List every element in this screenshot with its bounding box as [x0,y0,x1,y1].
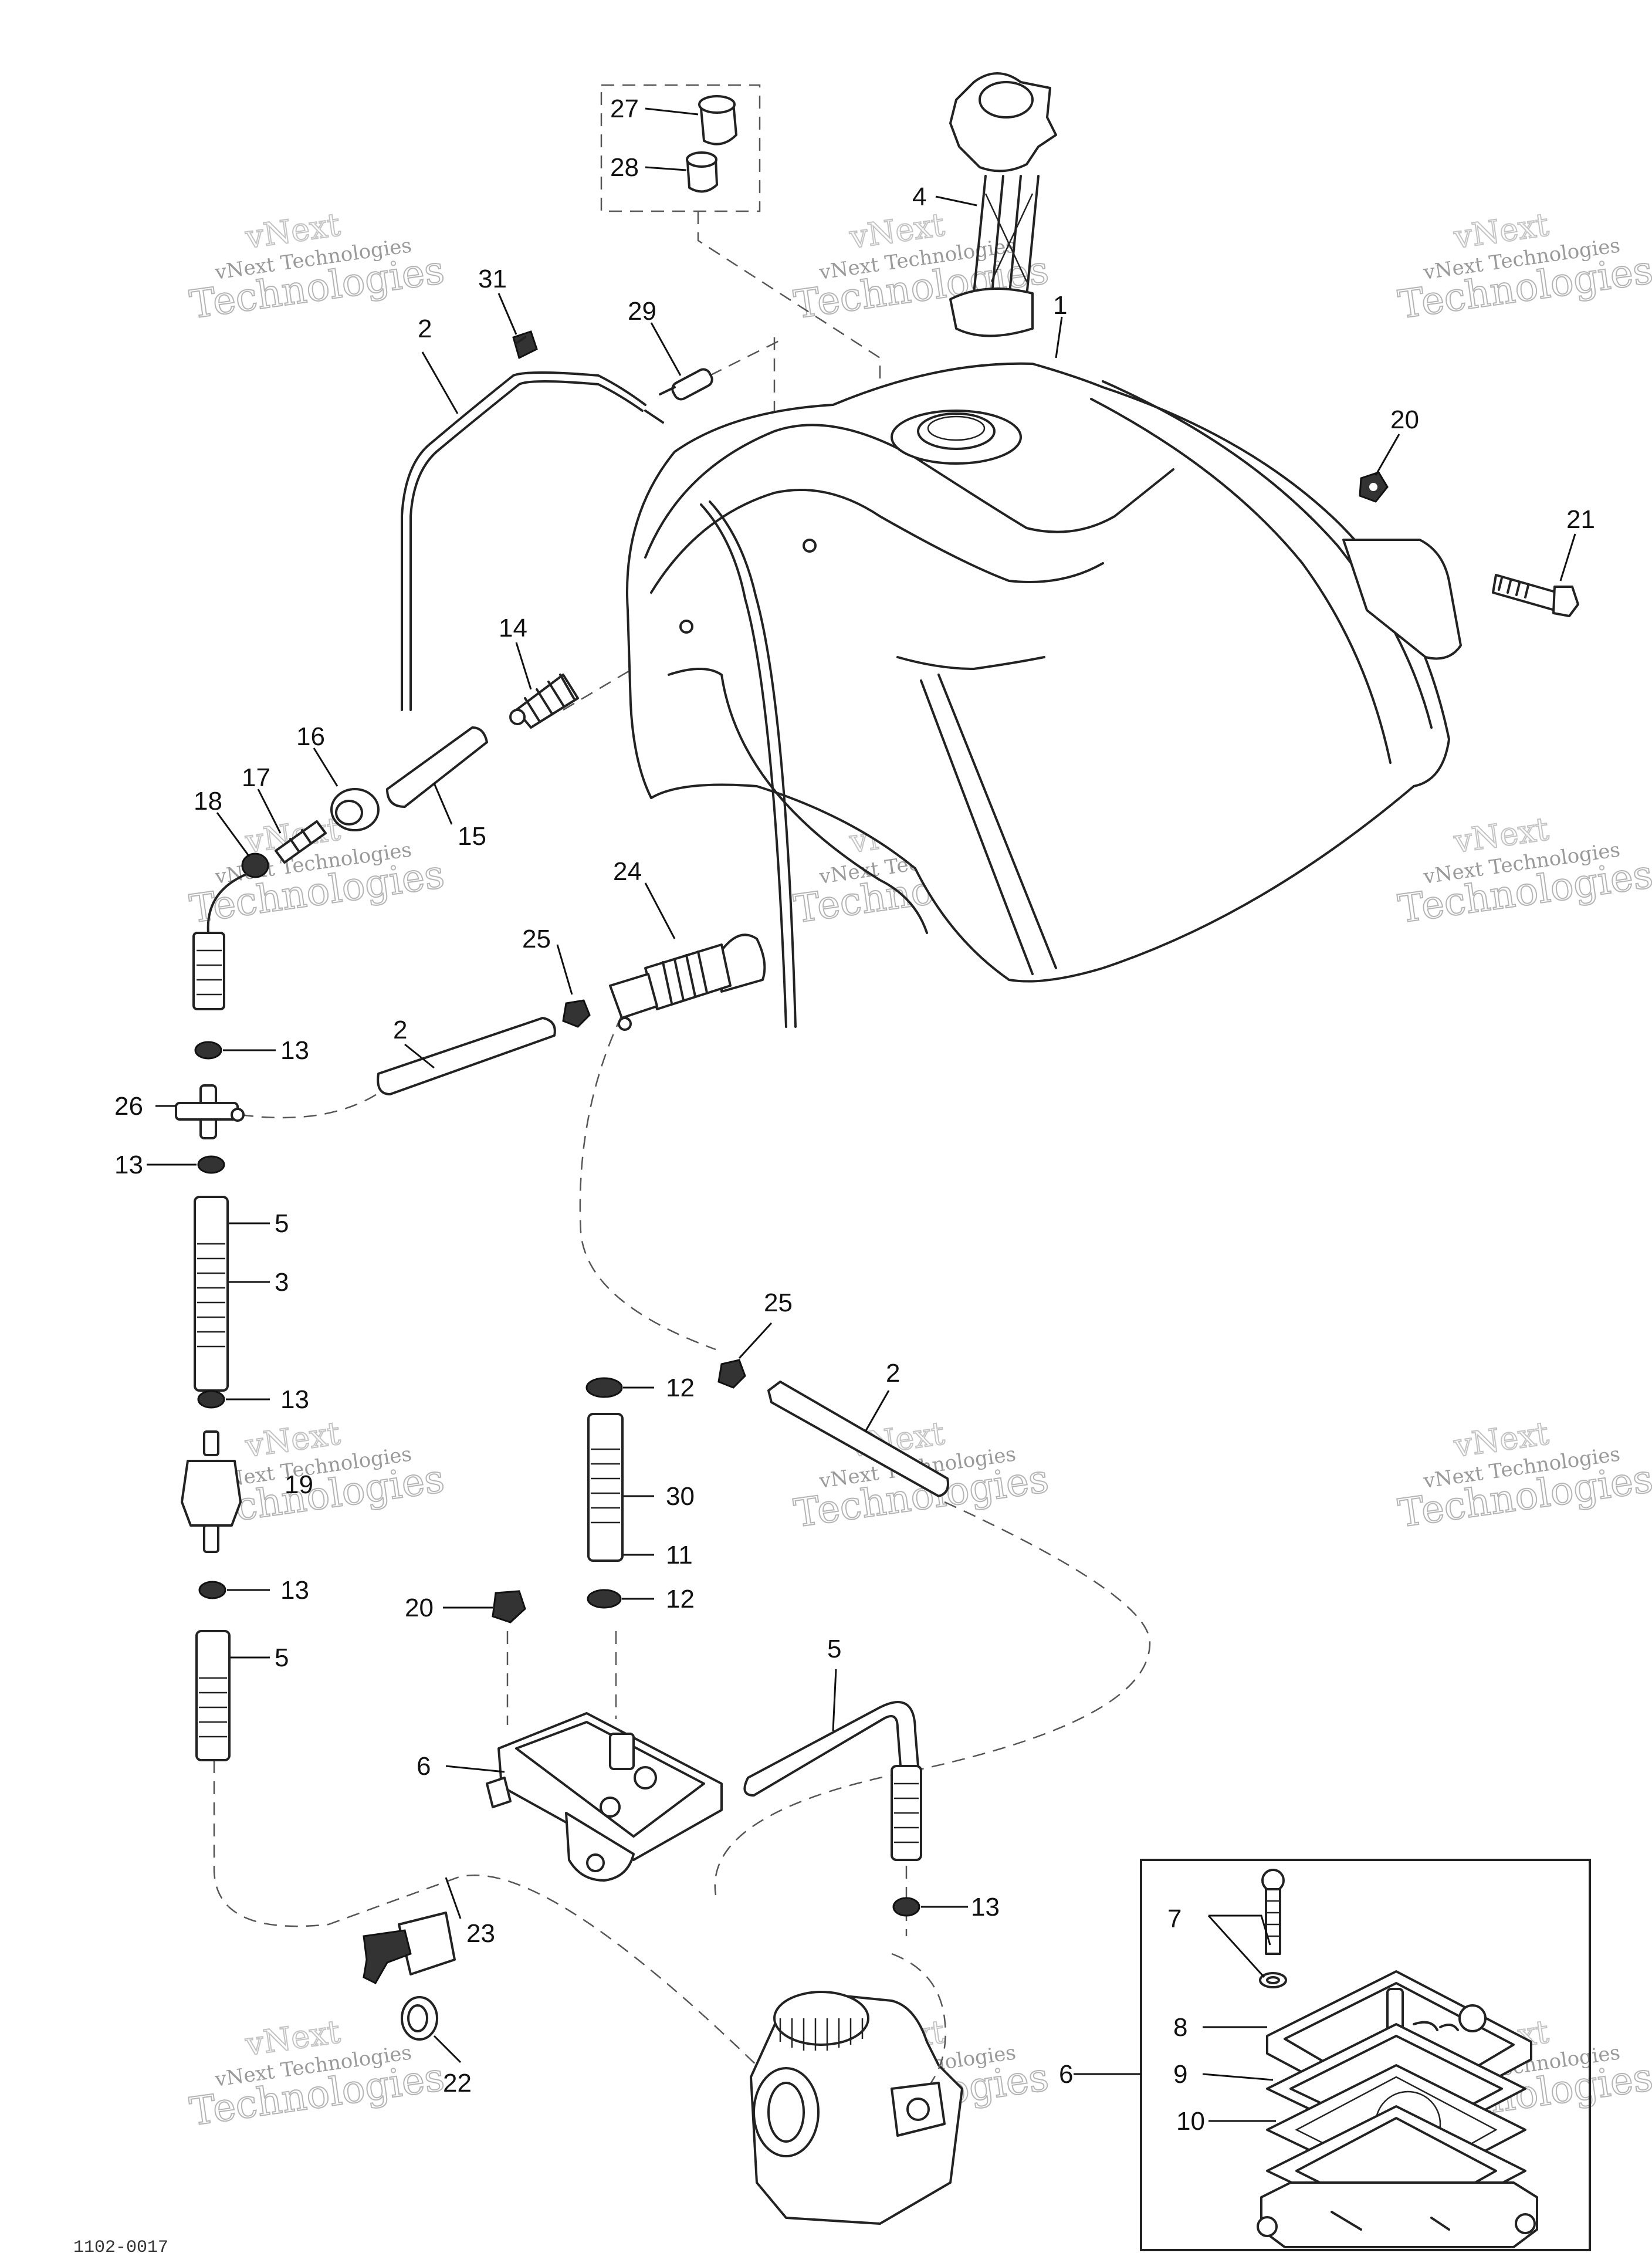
cap-27 [698,95,737,146]
callout-16: 16 [296,722,325,751]
callout-19: 19 [285,1470,313,1499]
vent-fitting-29 [659,368,713,401]
callout-4: 4 [912,182,926,211]
callout-31: 31 [478,265,507,293]
ring-22 [401,1996,438,2041]
hose-30 [587,1413,624,1562]
callout-11: 11 [666,1541,693,1569]
fuel-tank [626,362,1462,983]
callout-5-mid: 5 [275,1643,289,1672]
clip-31 [512,330,538,360]
clamp-18 [206,853,269,934]
leader-lines [147,107,1576,2122]
callout-9: 9 [1173,2060,1187,2089]
callout-25-top: 25 [522,925,551,953]
callout-20-top: 20 [1390,405,1419,434]
fuel-filter-19 [181,1430,242,1553]
callout-13-a: 13 [280,1036,309,1065]
connector-17 [275,820,327,864]
fuel-pump-detail-inset [1140,1859,1591,2251]
fuel-gauge-sender [949,72,1057,337]
callout-29: 29 [628,297,656,326]
watermark: vNext vNext Technologies Technologies [187,205,448,328]
callout-7: 7 [1167,1904,1182,1933]
watermark: vNext vNext Technologies Technologies [1395,810,1652,932]
drawing-code: 1102-0017 [73,2238,168,2253]
clamp-13-c [197,1390,225,1409]
callout-6-inset: 6 [1059,2060,1073,2089]
callout-15: 15 [458,822,486,851]
primer-23 [363,1912,456,1984]
callout-5-top: 5 [275,1209,289,1238]
clamp-13-e [892,1897,920,1917]
callout-28: 28 [610,153,639,182]
callout-3: 3 [275,1268,289,1297]
watermark: vNext vNext Technologies Technologies [1395,1414,1652,1537]
callout-27: 27 [610,94,639,123]
callout-30: 30 [666,1482,695,1511]
fuel-pump-6 [486,1712,723,1882]
callout-13-e: 13 [971,1893,1000,1922]
callout-5-right: 5 [827,1635,841,1663]
clamp-13-a [194,1041,222,1060]
nut-25-b [717,1359,746,1389]
callout-1: 1 [1053,291,1067,320]
callout-2-top: 2 [418,314,432,343]
nut-25-a [562,999,591,1028]
cap-28 [686,151,718,193]
clamp-13-d [198,1581,226,1599]
inset-box-27-28 [600,84,761,212]
callout-13-c: 13 [280,1385,309,1414]
callout-13-d: 13 [280,1576,309,1605]
callout-6-main: 6 [417,1752,431,1781]
callout-2-bottom: 2 [886,1359,900,1388]
tee-fitting-26 [175,1084,245,1139]
hose-5-lower [195,1630,231,1761]
callout-23: 23 [466,1919,495,1948]
bolt-21 [1492,574,1579,617]
callout-25-bottom: 25 [764,1288,793,1317]
nut-20-a [1359,471,1389,503]
screw-7 [1259,1869,1287,1988]
nut-20-b [492,1590,526,1623]
callout-20-bottom: 20 [405,1594,434,1622]
grommet-16 [330,788,380,831]
pump-base [1257,2181,1538,2248]
vent-line [401,371,797,1028]
clamp-12-b [587,1589,622,1609]
callout-10: 10 [1176,2107,1205,2136]
hose-top-left [192,932,225,1010]
callout-24: 24 [613,857,642,886]
callout-26: 26 [114,1092,143,1121]
clamp-12-a [585,1377,623,1398]
callout-14: 14 [499,614,527,642]
fuel-petcock-24 [609,933,766,1031]
hose-3 [194,1196,229,1392]
callout-12-a: 12 [666,1374,695,1402]
callout-2-mid: 2 [393,1016,407,1044]
clamp-13-b [197,1155,225,1174]
watermark: vNext vNext Technologies Technologies [1395,205,1652,328]
callout-22: 22 [443,2069,472,2098]
check-valve-14 [509,674,579,729]
hose-2-middle [377,1017,556,1095]
callout-12-b: 12 [666,1585,695,1613]
callout-18: 18 [194,787,222,816]
watermark: vNext vNext Technologies Technologies [791,205,1052,328]
carburetor [750,1953,963,2225]
callout-numbers: 27 28 4 1 20 21 31 29 2 14 16 15 17 18 2… [114,94,1595,2136]
callout-8: 8 [1173,2013,1187,2042]
elbow-hose-5 [743,1701,922,1861]
assembly-dashed-lines [213,84,1151,2072]
callout-17: 17 [242,763,270,792]
hose-15 [386,726,488,808]
callout-13-b: 13 [114,1151,143,1179]
hose-2-lower [767,1381,949,1497]
callout-21: 21 [1566,505,1595,534]
